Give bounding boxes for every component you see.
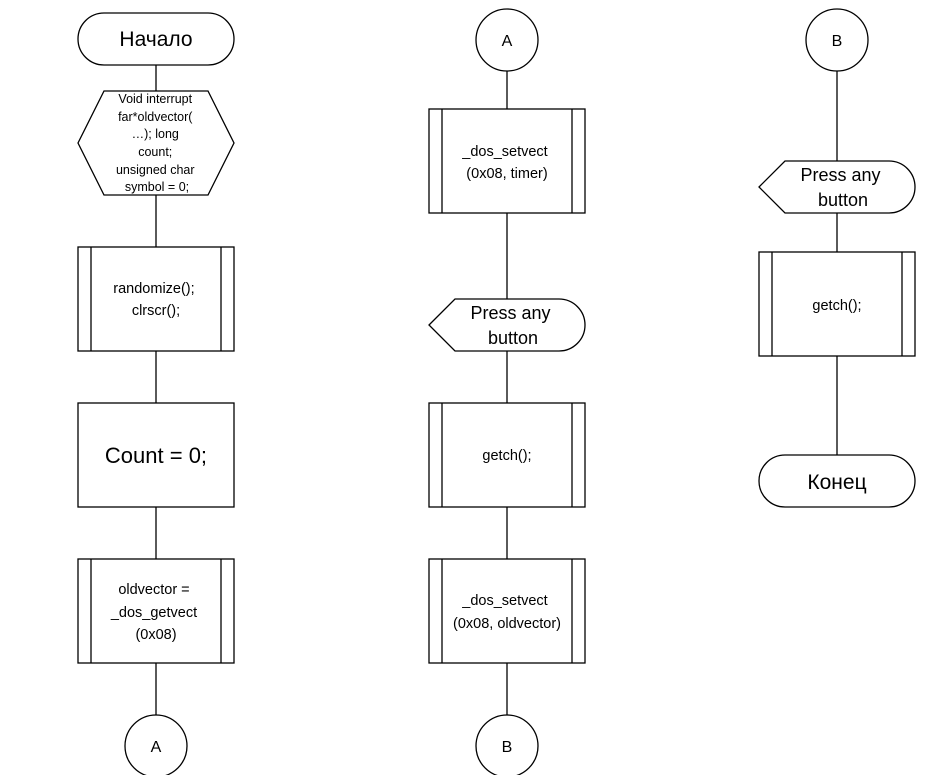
end-label: Конец [807,471,866,494]
process-setvect-timer: _dos_setvect (0x08, timer) [428,108,586,214]
process-count-init: Count = 0; [77,402,235,508]
connector-in-a: A [475,8,539,72]
count-init-text: Count = 0; [105,443,207,468]
process-getch: getch(); [428,402,586,508]
connector-out-a-label: A [151,739,162,756]
process-setvect-oldvector-text: _dos_setvect (0x08, oldvector) [453,593,561,632]
connector-out-a: A [124,714,188,775]
process-getch-text: getch(); [482,448,531,464]
display-press-any-button: Press any button [428,298,586,352]
process-getch-2: getch(); [758,251,916,357]
preparation-declarations: Void interrupt far*oldvector( …); long c… [77,90,235,196]
start-terminator: Начало [77,12,235,66]
connector-in-b: B [805,8,869,72]
preparation-text: Void interrupt far*oldvector( …); long c… [116,92,198,194]
process-randomize: randomize(); clrscr(); [77,246,235,352]
display-press-any-button-2: Press any button [758,160,916,214]
process-randomize-text: randomize(); clrscr(); [113,281,198,319]
process-setvect-timer-text: _dos_setvect (0x08, timer) [461,144,551,182]
end-terminator: Конец [758,454,916,508]
connector-out-b: B [475,714,539,775]
start-label: Начало [119,28,192,51]
connector-in-a-label: A [502,33,513,50]
display-text: Press any button [470,303,555,348]
connector-in-b-label: B [832,33,843,50]
display-text-2: Press any button [800,165,885,210]
process-setvect-oldvector: _dos_setvect (0x08, oldvector) [428,558,586,664]
process-getch-2-text: getch(); [812,298,861,314]
connector-out-b-label: B [502,739,513,756]
process-getvect-text: oldvector = _dos_getvect (0x08) [110,582,201,643]
process-getvect: oldvector = _dos_getvect (0x08) [77,558,235,664]
